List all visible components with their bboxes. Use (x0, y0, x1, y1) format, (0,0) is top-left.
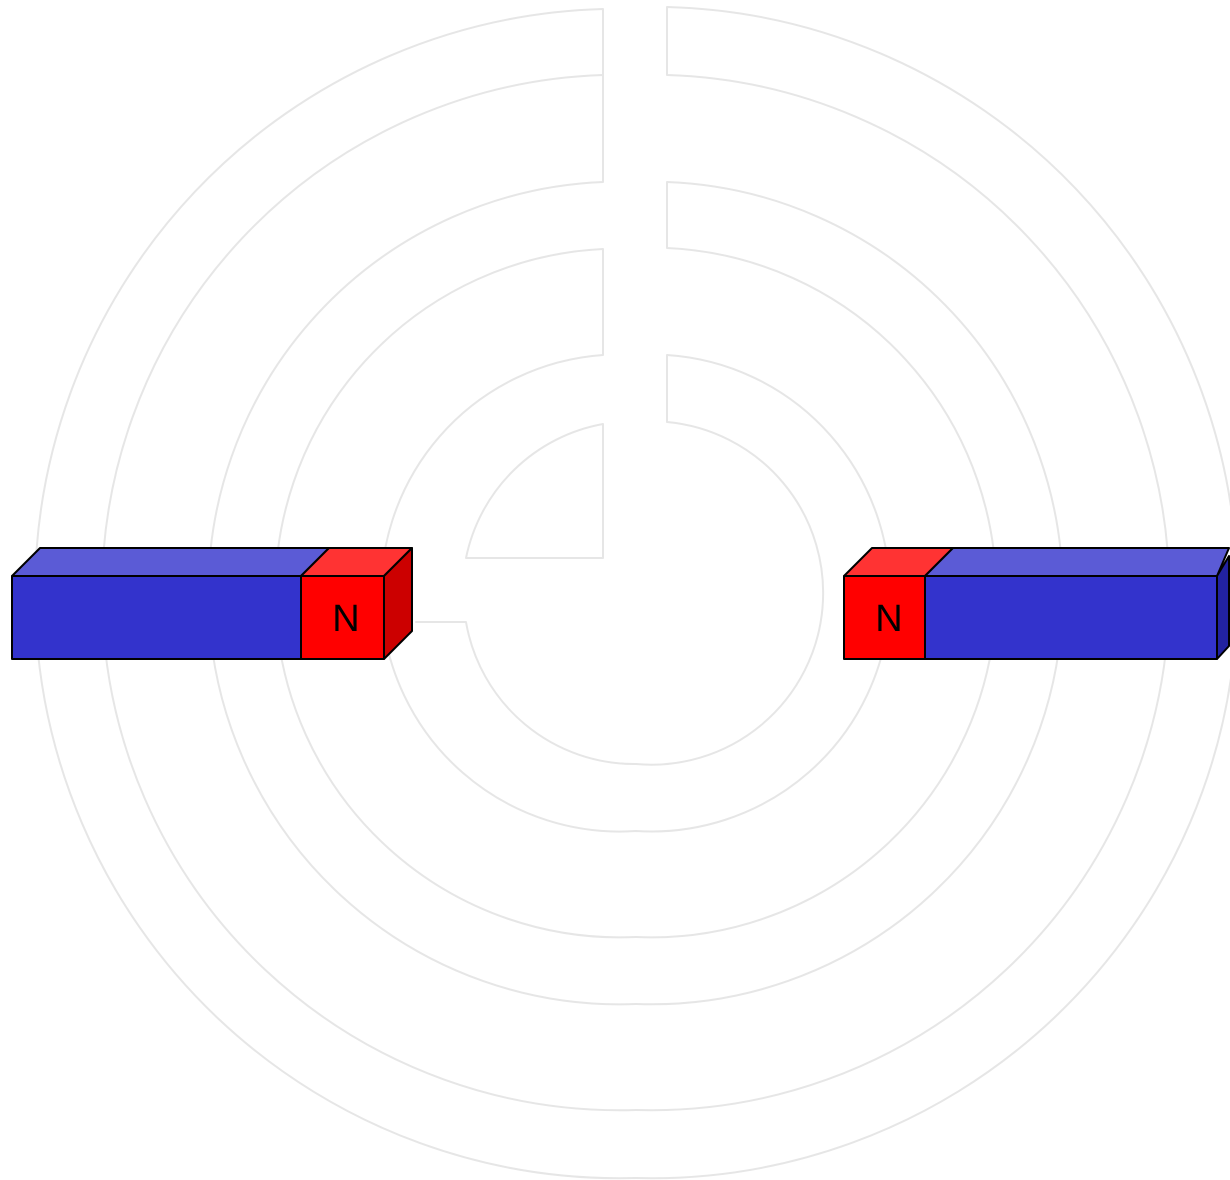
right-magnet-body-front (925, 576, 1217, 659)
right-magnet: N (844, 548, 1229, 659)
field-line-inner-quadrant (466, 424, 603, 558)
left-magnet-body-front (12, 576, 301, 659)
right-magnet-body-top (925, 548, 1229, 576)
left-magnet-pole-label: N (332, 598, 359, 640)
right-magnet-pole-label: N (875, 598, 902, 640)
left-magnet-body-top (12, 548, 329, 576)
left-magnet: N (12, 548, 412, 659)
right-magnet-body-side (1217, 556, 1229, 659)
